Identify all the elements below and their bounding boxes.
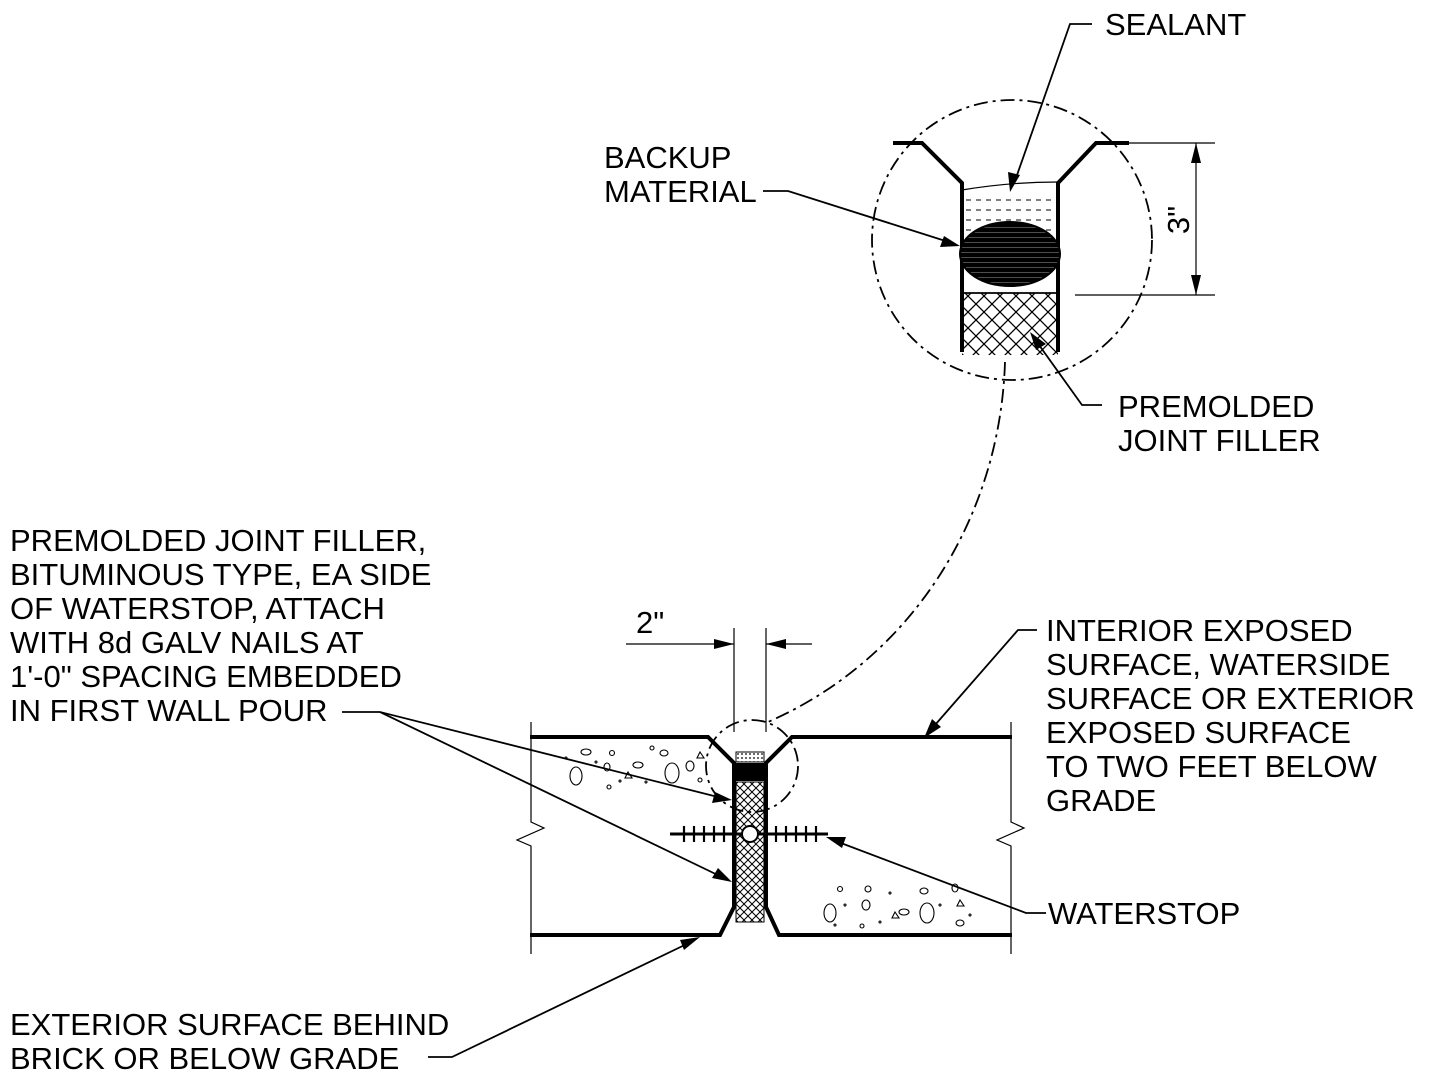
sealant-leader	[1008, 23, 1092, 192]
note-left-line-2: BITUMINOUS TYPE, EA SIDE	[10, 557, 431, 592]
note-left-line-5: 1'-0" SPACING EMBEDDED	[10, 659, 402, 694]
waterstop-bulb	[741, 825, 759, 843]
right-slab-outline	[764, 735, 1012, 937]
premolded-leader	[1030, 332, 1102, 406]
premolded-filler-hatch	[962, 293, 1058, 355]
concrete-aggregate-left	[564, 745, 706, 790]
note-left-line-1: PREMOLDED JOINT FILLER,	[10, 523, 426, 558]
left-wall-face	[893, 141, 964, 352]
waterstop	[670, 825, 828, 843]
detail-connector-curve	[767, 361, 1006, 723]
left-note-text: PREMOLDED JOINT FILLER, BITUMINOUS TYPE,…	[10, 523, 431, 728]
exterior-note-text: EXTERIOR SURFACE BEHIND BRICK OR BELOW G…	[10, 1007, 449, 1074]
sealant-label: SEALANT	[1105, 7, 1246, 42]
interior-note-line-2: SURFACE, WATERSIDE	[1046, 647, 1390, 682]
exterior-note-line-2: BRICK OR BELOW GRADE	[10, 1041, 399, 1074]
detail-circle	[871, 99, 1153, 381]
premolded-label-1: PREMOLDED	[1118, 389, 1314, 424]
interior-note-line-4: EXPOSED SURFACE	[1046, 715, 1351, 750]
note-left-line-3: OF WATERSTOP, ATTACH	[10, 591, 385, 626]
joint-backup	[736, 763, 764, 781]
note-left-line-4: WITH 8d GALV NAILS AT	[10, 625, 364, 660]
right-break-line	[995, 722, 1026, 954]
interior-note-leader	[924, 629, 1037, 738]
note-left-line-6: IN FIRST WALL POUR	[10, 693, 328, 728]
dim-2in-label: 2"	[636, 605, 664, 640]
exterior-note-leader	[428, 937, 700, 1058]
backup-label-2: MATERIAL	[604, 174, 757, 209]
exterior-note-line-1: EXTERIOR SURFACE BEHIND	[10, 1007, 449, 1042]
dim-3in-label: 3"	[1161, 206, 1196, 234]
dimension-2in: 2"	[626, 605, 812, 732]
waterstop-label: WATERSTOP	[1048, 896, 1240, 931]
wall-section: 2" PREMOLDED JOINT FILLER, BITU	[10, 523, 1415, 1074]
premolded-label-2: JOINT FILLER	[1118, 423, 1321, 458]
enlarged-joint-detail: 3" SEALANT BACKUP MATERIAL PREMOLDED JOI…	[604, 7, 1321, 458]
concrete-aggregate-right	[823, 883, 972, 929]
interior-note-text: INTERIOR EXPOSED SURFACE, WATERSIDE SURF…	[1046, 613, 1415, 818]
detail-reference-circle	[705, 719, 799, 813]
interior-note-line-5: TO TWO FEET BELOW	[1046, 749, 1377, 784]
backup-label-1: BACKUP	[604, 140, 731, 175]
joint-sealant	[735, 751, 765, 763]
backup-rod	[959, 221, 1061, 287]
interior-note-line-1: INTERIOR EXPOSED	[1046, 613, 1353, 648]
left-break-line	[515, 722, 546, 954]
waterstop-leader	[826, 837, 1046, 914]
right-wall-face	[1056, 141, 1129, 352]
interior-note-line-6: GRADE	[1046, 783, 1156, 818]
left-note-leaders	[342, 711, 732, 882]
dimension-3in: 3"	[1075, 142, 1215, 296]
interior-note-line-3: SURFACE OR EXTERIOR	[1046, 681, 1415, 716]
joint-filler-hatch	[735, 781, 765, 923]
backup-leader	[763, 190, 960, 247]
